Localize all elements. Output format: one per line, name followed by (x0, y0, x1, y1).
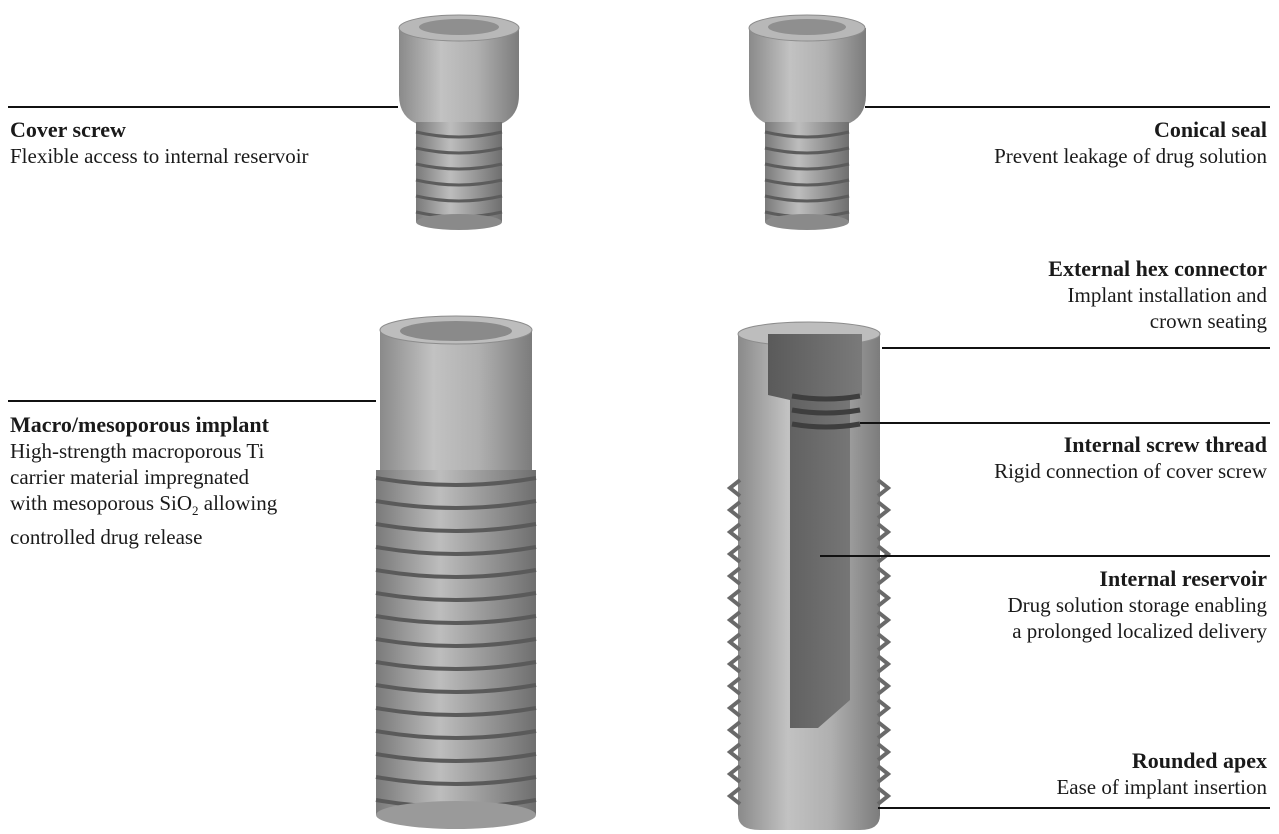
label-macro-implant: Macro/mesoporous implant High-strength m… (10, 412, 277, 550)
hex-connector-desc: Implant installation and crown seating (1048, 282, 1267, 334)
cover-screw-title: Cover screw (10, 117, 309, 143)
conical-seal-title: Conical seal (994, 117, 1267, 143)
apex-desc: Ease of implant insertion (1056, 774, 1267, 800)
macro-implant-drawing (376, 316, 536, 829)
conical-seal-drawing (749, 15, 866, 230)
macro-implant-desc: High-strength macroporous Ti carrier mat… (10, 438, 277, 550)
cover-screw-desc: Flexible access to internal reservoir (10, 143, 309, 169)
label-conical-seal: Conical seal Prevent leakage of drug sol… (994, 117, 1267, 169)
label-hex-connector: External hex connector Implant installat… (1048, 256, 1267, 334)
label-reservoir: Internal reservoir Drug solution storage… (1007, 566, 1267, 644)
cover-screw-drawing (399, 15, 519, 230)
apex-title: Rounded apex (1056, 748, 1267, 774)
reservoir-desc: Drug solution storage enabling a prolong… (1007, 592, 1267, 644)
label-apex: Rounded apex Ease of implant insertion (1056, 748, 1267, 800)
label-screw-thread: Internal screw thread Rigid connection o… (994, 432, 1267, 484)
hex-connector-title: External hex connector (1048, 256, 1267, 282)
screw-thread-title: Internal screw thread (994, 432, 1267, 458)
conical-seal-desc: Prevent leakage of drug solution (994, 143, 1267, 169)
label-cover-screw: Cover screw Flexible access to internal … (10, 117, 309, 169)
screw-thread-desc: Rigid connection of cover screw (994, 458, 1267, 484)
cross-section-drawing (730, 322, 888, 830)
reservoir-title: Internal reservoir (1007, 566, 1267, 592)
macro-implant-title: Macro/mesoporous implant (10, 412, 277, 438)
